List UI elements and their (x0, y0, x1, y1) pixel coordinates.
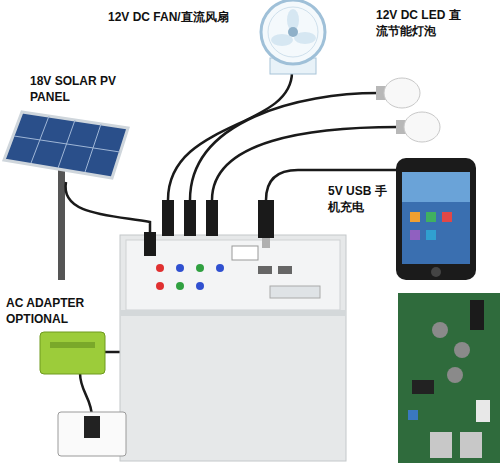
fan-picture (271, 34, 293, 46)
battery-box (232, 246, 258, 260)
battery-box (176, 282, 184, 290)
cable (66, 182, 150, 236)
phone-picture (396, 158, 476, 280)
wall-socket (58, 412, 126, 456)
circuit-board (454, 342, 470, 358)
circuit-board (476, 400, 490, 422)
phone-picture (442, 212, 452, 222)
battery-box (120, 235, 346, 461)
dc-plug (206, 200, 218, 236)
battery-box (196, 282, 204, 290)
battery-box (278, 266, 292, 274)
battery-box (258, 266, 272, 274)
phone-picture (431, 267, 441, 277)
led-bulb (376, 78, 440, 142)
circuit-board (447, 367, 463, 383)
circuit-board (432, 322, 448, 338)
ac-adapter (50, 342, 95, 348)
battery-box (156, 264, 164, 272)
fan-picture (261, 0, 325, 74)
circuit-board (408, 410, 418, 420)
solar-panel (4, 112, 128, 178)
battery-box (156, 282, 164, 290)
phone-picture (402, 172, 470, 202)
ac-adapter (40, 332, 105, 374)
dc-plug (262, 238, 270, 248)
cable (190, 93, 378, 200)
callout-label: 12V DC LED 直流节能灯泡 (376, 8, 466, 39)
phone-picture (396, 158, 476, 280)
battery-box (196, 264, 204, 272)
solar-panel (4, 112, 128, 280)
battery-box (120, 310, 346, 316)
phone-picture (410, 230, 420, 240)
wall-socket (84, 416, 100, 438)
battery-box (176, 264, 184, 272)
dc-plug (144, 200, 274, 256)
fan-picture (261, 0, 325, 64)
solar-panel (14, 136, 120, 152)
circuit-board (460, 432, 482, 458)
led-bulb (404, 112, 440, 142)
fan-picture (268, 7, 318, 57)
circuit-board (470, 300, 484, 330)
battery-box (270, 286, 320, 298)
battery-box (216, 264, 224, 272)
phone-picture (410, 212, 420, 222)
dc-plug (258, 200, 274, 238)
circuit-board (398, 293, 500, 463)
circuit-board (398, 293, 500, 463)
phone-picture (426, 212, 436, 222)
dc-plug (162, 200, 174, 236)
cable (168, 72, 292, 200)
battery-box (126, 240, 340, 310)
battery-box (120, 235, 346, 461)
phone-picture (426, 230, 436, 240)
led-bulb (384, 78, 420, 108)
circuit-board (430, 432, 452, 458)
wall-socket (58, 412, 126, 456)
callout-label: 18V SOLAR PV PANEL (30, 74, 118, 105)
phone-picture (402, 172, 470, 264)
callout-label: AC ADAPTER OPTIONAL (6, 296, 106, 327)
ac-adapter (40, 332, 105, 374)
cable (80, 373, 92, 418)
dc-plug (184, 200, 196, 236)
callout-label: 12V DC FAN/直流风扇 (108, 10, 258, 26)
circuit-board (412, 380, 434, 394)
solar-panel (58, 170, 65, 280)
fan-picture (288, 27, 298, 37)
callout-label: 5V USB 手机充电 (328, 184, 392, 215)
dc-plug (144, 232, 156, 256)
